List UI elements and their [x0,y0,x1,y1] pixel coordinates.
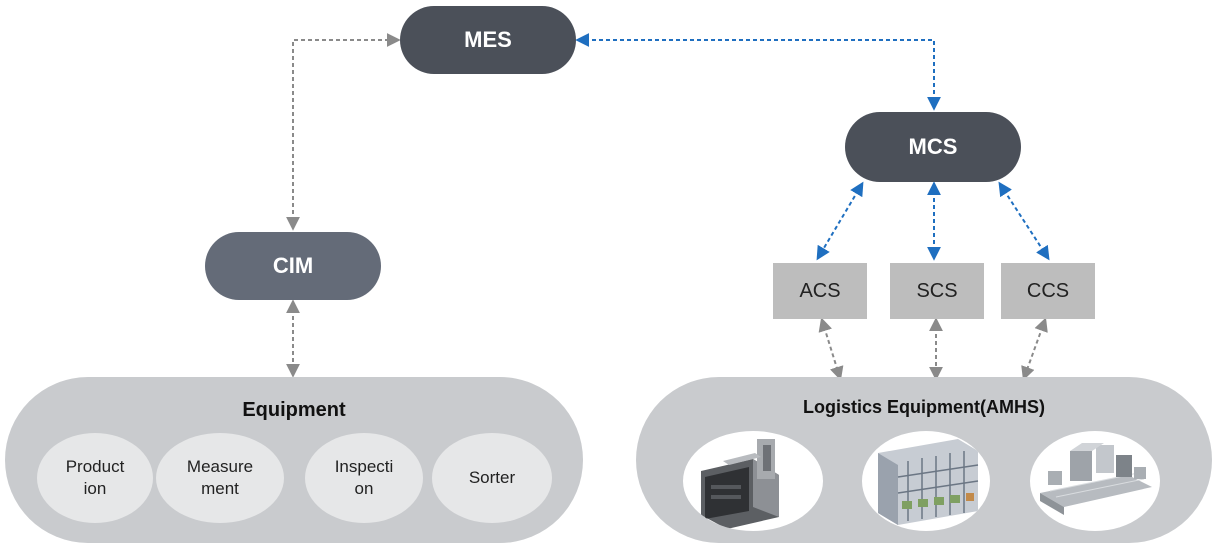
vehicle-machine-image [683,431,823,531]
mes-node: MES [400,6,576,74]
link-mcs-acs [816,181,864,261]
scs-box: SCS [890,263,984,319]
ccs-box: CCS [1001,263,1095,319]
acs-box: ACS [773,263,867,319]
link-acs-logistics [818,317,844,381]
scs-label: SCS [916,279,958,302]
link-mcs-ccs [998,181,1050,261]
equipment-item-production: Product ion [37,433,153,523]
cim-node: CIM [205,232,381,300]
equipment-group: Equipment Product ion Measure ment Inspe… [5,377,583,543]
equipment-item-measurement: Measure ment [156,433,284,523]
link-cim-mes [286,33,401,231]
equipment-item-sorter: Sorter [432,433,552,523]
link-ccs-logistics [1021,317,1048,381]
mes-label: MES [464,27,512,52]
logistics-title: Logistics Equipment(AMHS) [803,397,1045,417]
ccs-label: CCS [1026,279,1070,302]
link-mes-mcs [575,33,941,111]
equipment-item-inspection: Inspecti on [305,433,423,523]
mcs-label: MCS [908,134,958,159]
cim-label: CIM [272,253,314,278]
stocker-rack-image [862,431,990,531]
mcs-node: MCS [845,112,1021,182]
logistics-group: Logistics Equipment(AMHS) [636,377,1212,543]
acs-label: ACS [799,279,841,302]
equipment-title: Equipment [242,399,346,421]
conveyor-system-image [1030,431,1160,531]
